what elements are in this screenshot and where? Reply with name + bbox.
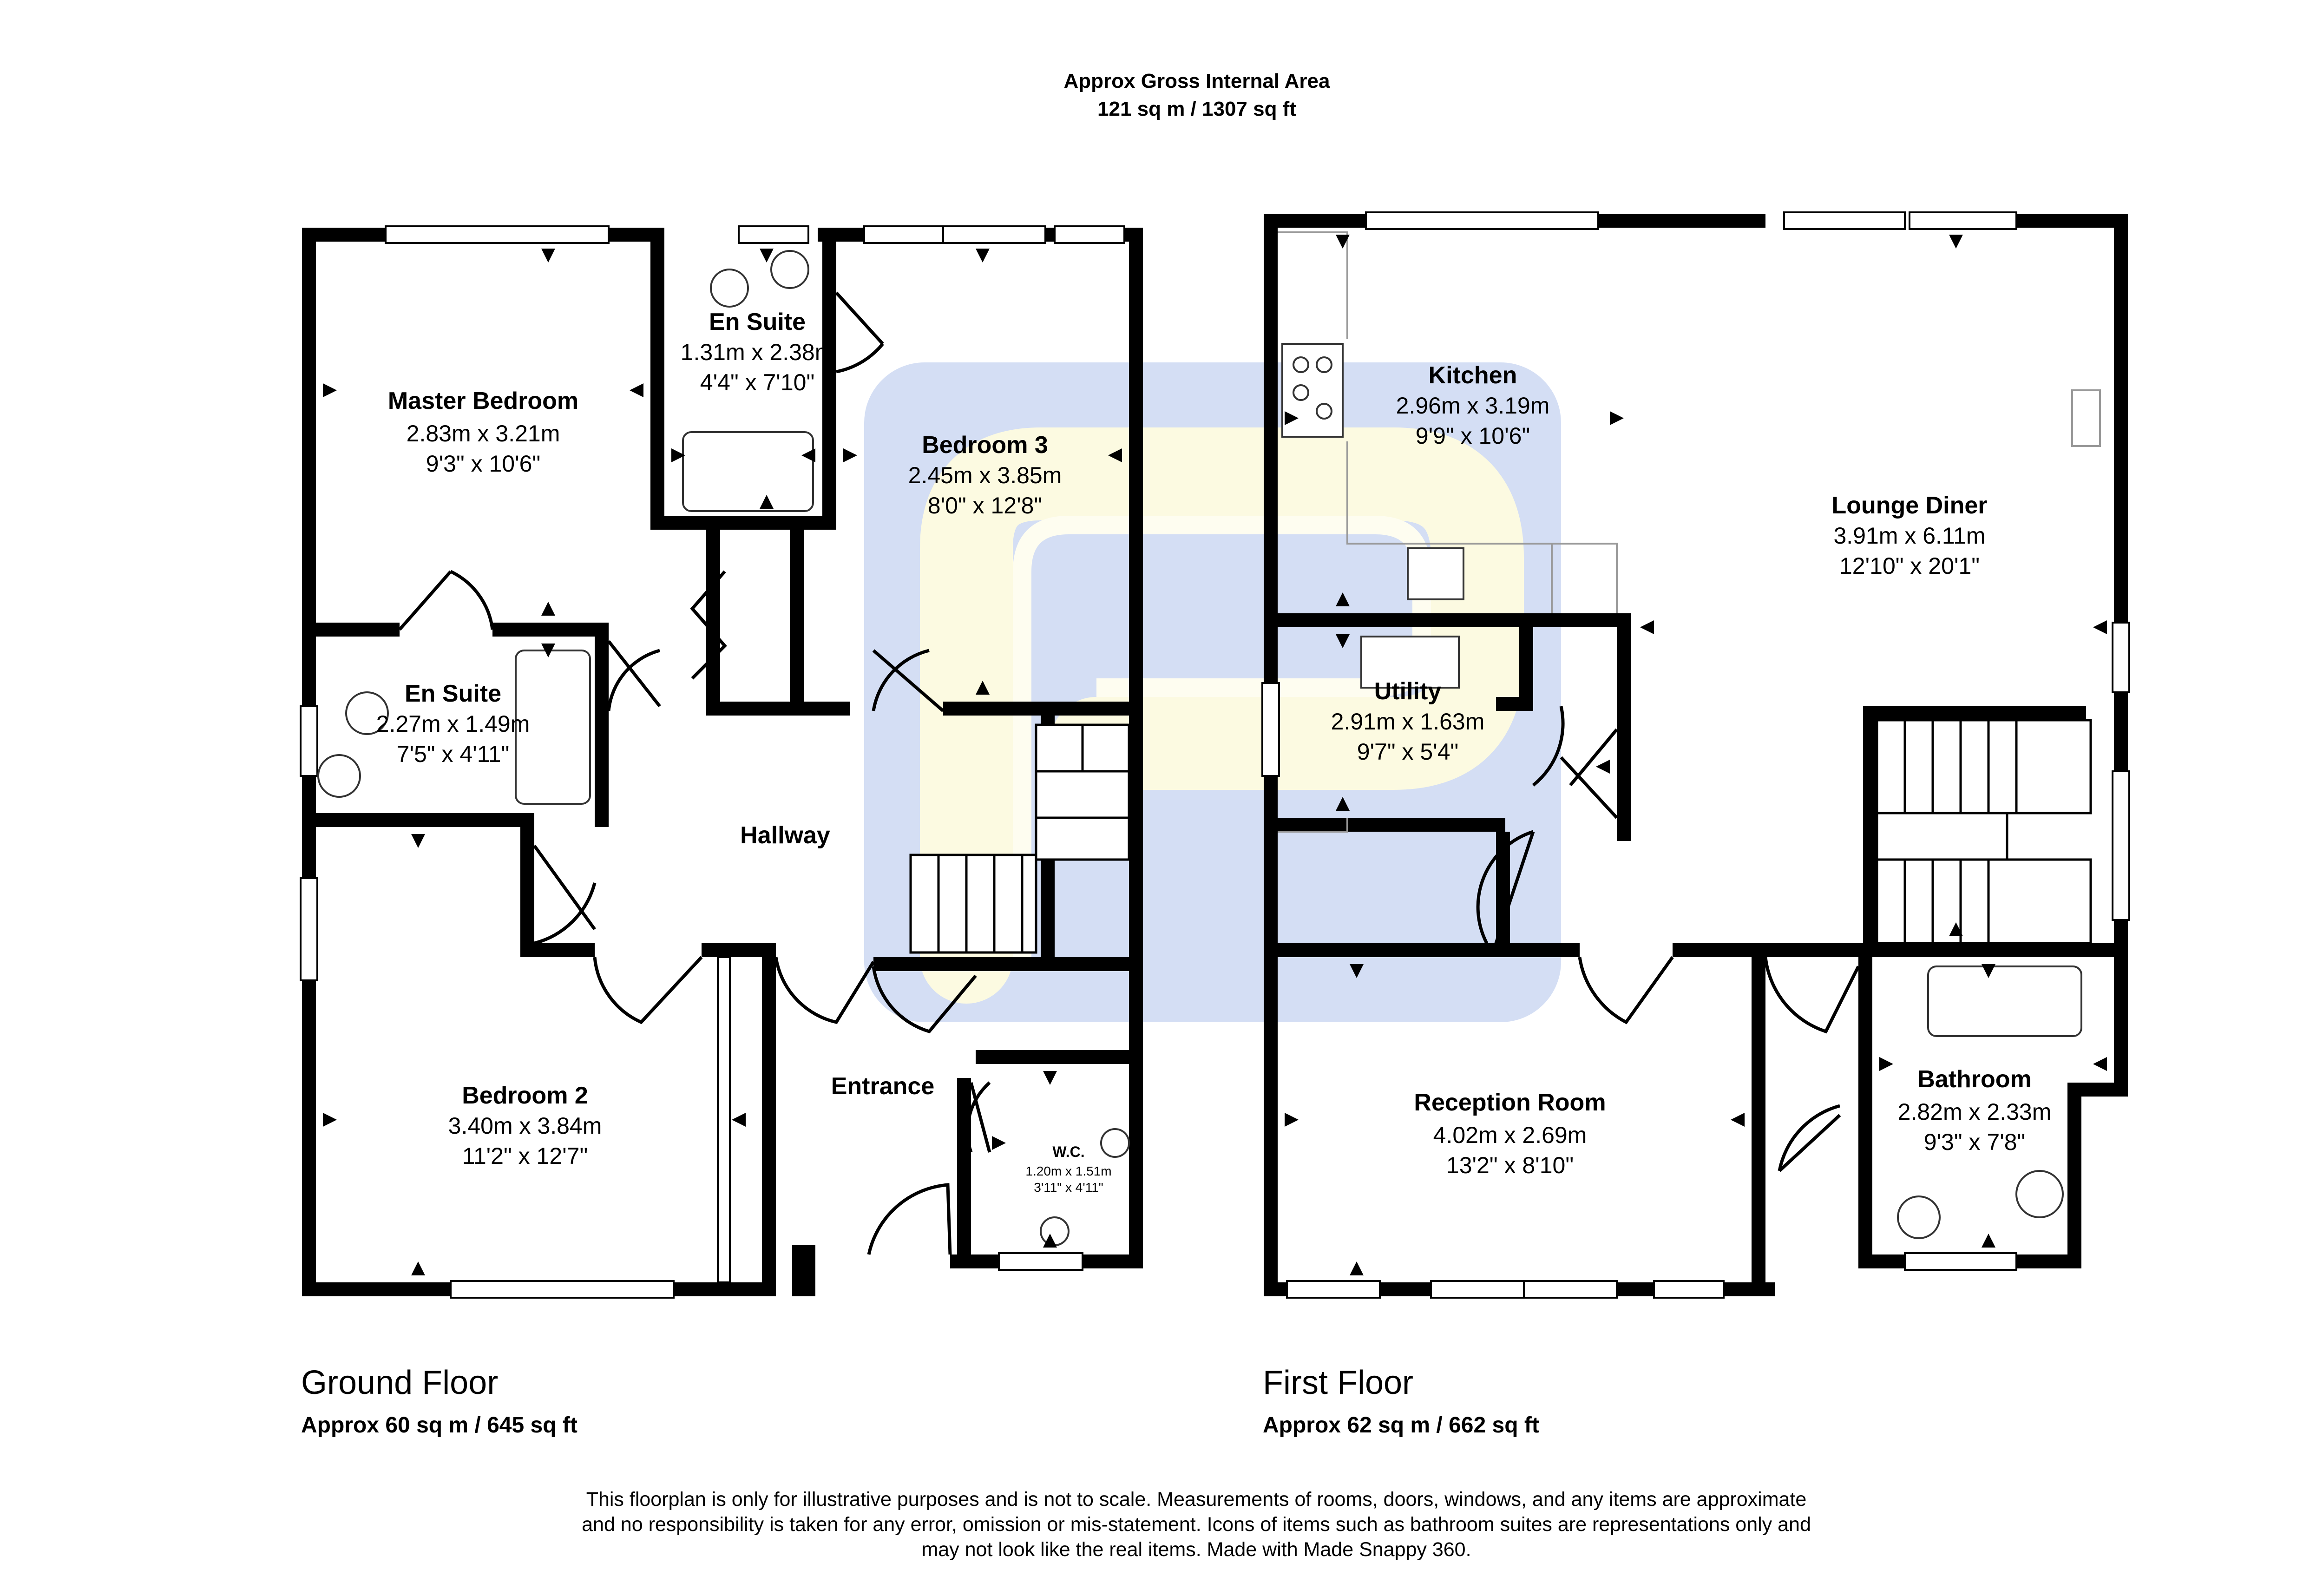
basin-icon [1100, 1128, 1130, 1158]
disclaimer-line: and no responsibility is taken for any e… [582, 1513, 1811, 1536]
first-floor-title: First Floor [1263, 1364, 1413, 1401]
stairs-first-floor [1876, 719, 2092, 945]
room-en-suite-1: En Suite 1.31m x 2.38m 4'4" x 7'10" [681, 309, 834, 395]
disclaimer-line: may not look like the real items. Made w… [921, 1538, 1471, 1561]
room-kitchen: Kitchen 2.96m x 3.19m 9'9" x 10'6" [1396, 362, 1550, 449]
room-name: Entrance [831, 1073, 935, 1100]
room-bedroom-2: Bedroom 2 3.40m x 3.84m 11'2" x 12'7" [448, 1082, 602, 1169]
toilet-icon [1040, 1216, 1070, 1246]
room-hallway: Hallway [740, 822, 830, 849]
disclaimer-line: This floorplan is only for illustrative … [586, 1488, 1807, 1511]
room-metric: 2.27m x 1.49m [376, 711, 530, 737]
first-floor-walls [1264, 214, 2128, 1296]
room-imperial: 9'7" x 5'4" [1357, 739, 1459, 765]
room-metric: 2.83m x 3.21m [407, 420, 560, 447]
room-name: En Suite [405, 680, 501, 707]
room-imperial: 8'0" x 12'8" [928, 493, 1042, 519]
room-name: Bedroom 3 [922, 432, 1048, 459]
room-name: Bathroom [1917, 1066, 2032, 1093]
room-name: Master Bedroom [388, 388, 578, 414]
bathroom-fixtures [317, 250, 2082, 1246]
basin-icon [1897, 1195, 1941, 1239]
room-metric: 2.91m x 1.63m [1331, 709, 1485, 735]
room-metric: 3.40m x 3.84m [448, 1113, 602, 1139]
room-metric: 2.96m x 3.19m [1396, 393, 1550, 419]
room-metric: 1.31m x 2.38m [681, 339, 834, 365]
room-entrance: Entrance [831, 1073, 935, 1100]
room-name: En Suite [709, 309, 806, 335]
room-bedroom-3: Bedroom 3 2.45m x 3.85m 8'0" x 12'8" [908, 432, 1062, 519]
toilet-icon [710, 269, 749, 308]
room-name: Hallway [740, 822, 830, 849]
room-wc: W.C. 1.20m x 1.51m 3'11" x 4'11" [1025, 1143, 1111, 1195]
room-imperial: 9'3" x 7'8" [1924, 1129, 2026, 1155]
basin-icon [317, 754, 361, 798]
room-master-bedroom: Master Bedroom 2.83m x 3.21m 9'3" x 10'6… [388, 388, 578, 477]
room-en-suite-2: En Suite 2.27m x 1.49m 7'5" x 4'11" [376, 680, 530, 767]
room-bathroom: Bathroom 2.82m x 2.33m 9'3" x 7'8" [1898, 1066, 2052, 1155]
room-name: Bedroom 2 [462, 1082, 588, 1109]
room-imperial: 7'5" x 4'11" [397, 741, 510, 767]
room-imperial: 11'2" x 12'7" [462, 1143, 588, 1169]
room-imperial: 4'4" x 7'10" [700, 369, 814, 395]
room-metric: 3.91m x 6.11m [1833, 523, 1985, 549]
room-lounge-diner: Lounge Diner 3.91m x 6.11m 12'10" x 20'1… [1831, 492, 1987, 579]
disclaimer-text: This floorplan is only for illustrative … [418, 1487, 1975, 1562]
room-name: Lounge Diner [1831, 492, 1987, 519]
hob-icon [1281, 343, 1344, 438]
room-imperial: 3'11" x 4'11" [1034, 1180, 1103, 1195]
toilet-icon [345, 691, 389, 735]
room-metric: 4.02m x 2.69m [1433, 1122, 1587, 1148]
dimension-markers [323, 235, 2107, 1275]
doors [398, 291, 1860, 1255]
basin-icon [770, 250, 809, 289]
ground-floor-area: Approx 60 sq m / 645 sq ft [301, 1413, 577, 1438]
first-floor-area: Approx 62 sq m / 662 sq ft [1263, 1413, 1539, 1438]
room-name: Utility [1374, 678, 1442, 705]
room-imperial: 12'10" x 20'1" [1839, 553, 1980, 579]
toilet-icon [2015, 1170, 2064, 1218]
room-imperial: 9'3" x 10'6" [426, 451, 540, 477]
room-reception-room: Reception Room 4.02m x 2.69m 13'2" x 8'1… [1414, 1089, 1606, 1178]
room-name: Reception Room [1414, 1089, 1606, 1116]
stairs-ground-floor [909, 723, 1130, 954]
bath-icon [1927, 965, 2082, 1037]
ground-floor-title: Ground Floor [301, 1364, 499, 1401]
fireplace-icon [2071, 389, 2101, 447]
room-name: W.C. [1052, 1143, 1084, 1160]
room-utility: Utility 2.91m x 1.63m 9'7" x 5'4" [1331, 678, 1485, 765]
room-metric: 2.45m x 3.85m [908, 462, 1062, 488]
kitchen-fixtures [1278, 231, 2101, 833]
header-area: 121 sq m / 1307 sq ft [1097, 98, 1296, 120]
room-metric: 1.20m x 1.51m [1025, 1164, 1111, 1178]
room-name: Kitchen [1429, 362, 1517, 389]
windows [300, 211, 2130, 1299]
room-metric: 2.82m x 2.33m [1898, 1099, 2052, 1125]
sink-icon [1407, 547, 1464, 600]
room-imperial: 9'9" x 10'6" [1416, 423, 1530, 449]
room-imperial: 13'2" x 8'10" [1446, 1152, 1574, 1178]
header-title: Approx Gross Internal Area [1063, 70, 1330, 92]
bath-icon [682, 431, 814, 512]
sink-icon [1360, 636, 1460, 689]
bath-icon [515, 650, 591, 805]
